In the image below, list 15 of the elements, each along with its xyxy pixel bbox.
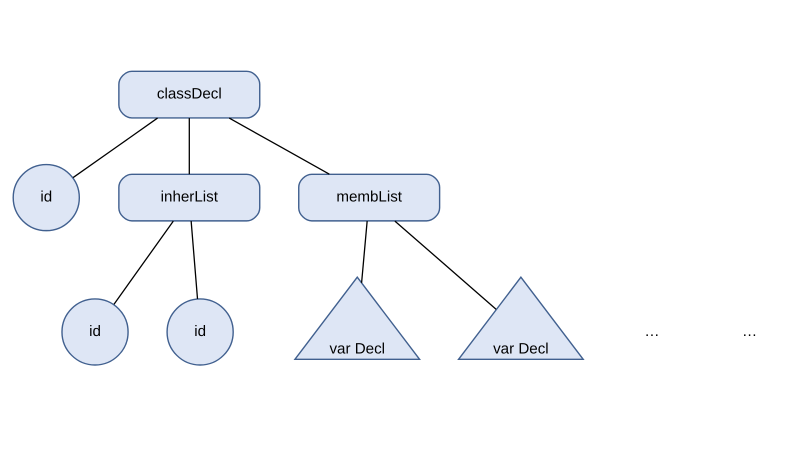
node-box: classDecl bbox=[118, 70, 260, 119]
node-circle: id bbox=[166, 298, 234, 366]
node-circle: id bbox=[61, 298, 129, 366]
connector bbox=[360, 221, 368, 283]
connector bbox=[228, 118, 330, 175]
label: … bbox=[644, 322, 660, 340]
label: … bbox=[742, 322, 758, 340]
connector bbox=[190, 221, 198, 299]
node-circle: id bbox=[12, 164, 80, 232]
node-box: membList bbox=[298, 174, 440, 222]
connector bbox=[394, 220, 496, 310]
connector bbox=[114, 220, 174, 305]
connector bbox=[188, 118, 190, 174]
node-box: inherList bbox=[118, 174, 260, 222]
connector bbox=[72, 118, 158, 178]
